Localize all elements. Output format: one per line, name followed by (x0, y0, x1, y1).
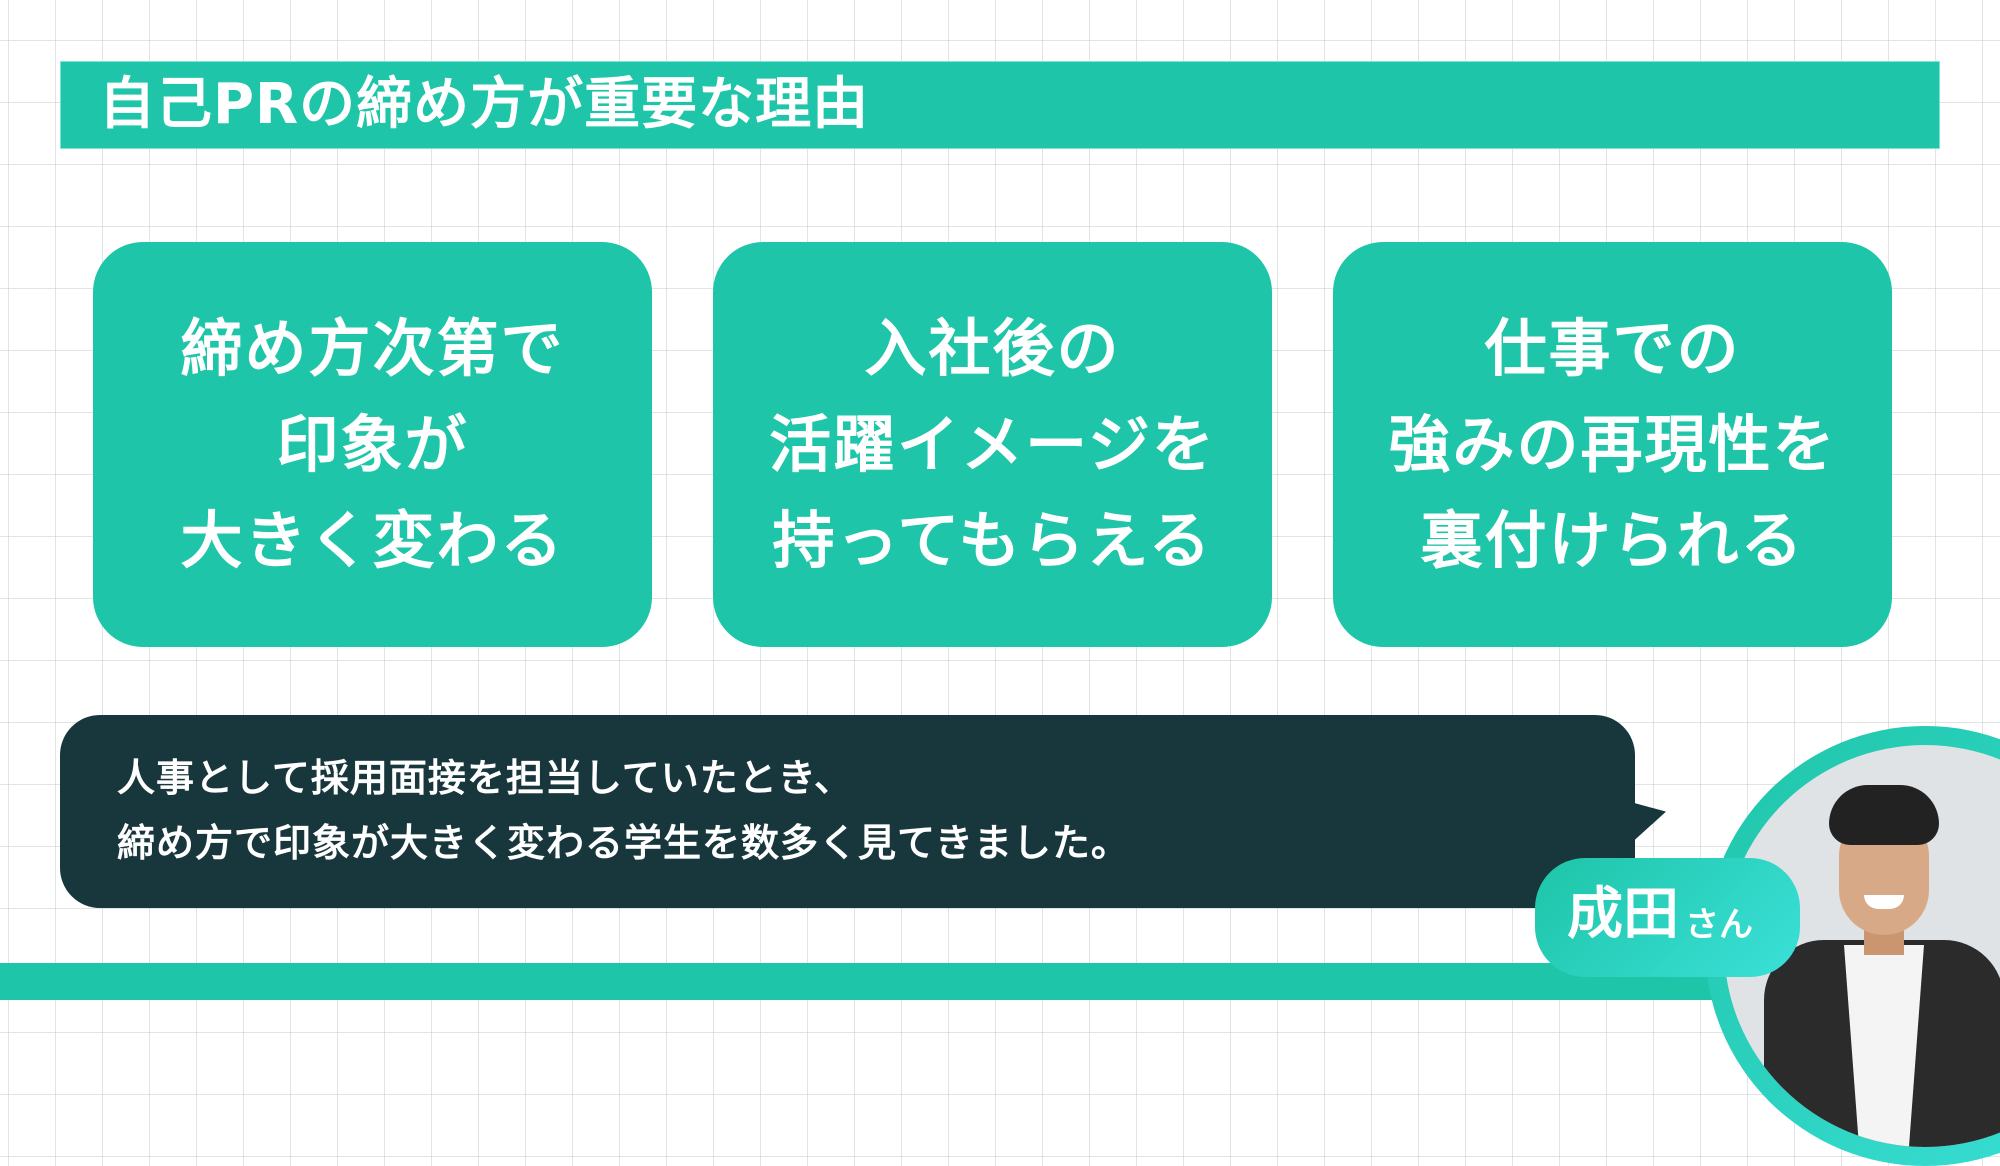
speech-bubble: 人事として採用面接を担当していたとき、 締め方で印象が大きく変わる学生を数多く見… (60, 715, 1635, 908)
person-smile-shape (1864, 895, 1904, 909)
card-line: 大きく変わる (180, 503, 565, 577)
reason-card-2: 入社後の 活躍イメージを 持ってもらえる (713, 242, 1272, 647)
card-line: 印象が (276, 407, 469, 481)
card-line: 入社後の (864, 311, 1121, 385)
card-line: 仕事での (1484, 311, 1741, 385)
card-line: 強みの再現性を (1388, 407, 1837, 481)
card-line: 活躍イメージを (769, 407, 1216, 481)
speaker-name: 成田 (1567, 882, 1679, 947)
card-line: 締め方次第で (180, 311, 565, 385)
speaker-honorific: さん (1685, 905, 1753, 945)
reason-card-1: 締め方次第で 印象が 大きく変わる (93, 242, 652, 647)
speech-bubble-tail (1632, 797, 1666, 843)
speech-line-1: 人事として採用面接を担当していたとき、 (117, 756, 854, 800)
reason-card-3: 仕事での 強みの再現性を 裏付けられる (1333, 242, 1892, 647)
page-title: 自己PRの締め方が重要な理由 (99, 72, 870, 137)
speaker-name-badge: 成田 さん (1535, 858, 1800, 977)
speech-line-2: 締め方で印象が大きく変わる学生を数多く見てきました。 (117, 821, 1130, 865)
title-bar: 自己PRの締め方が重要な理由 (60, 61, 1940, 149)
card-line: 持ってもらえる (772, 503, 1213, 577)
card-line: 裏付けられる (1420, 503, 1805, 577)
person-hair-shape (1829, 785, 1939, 845)
